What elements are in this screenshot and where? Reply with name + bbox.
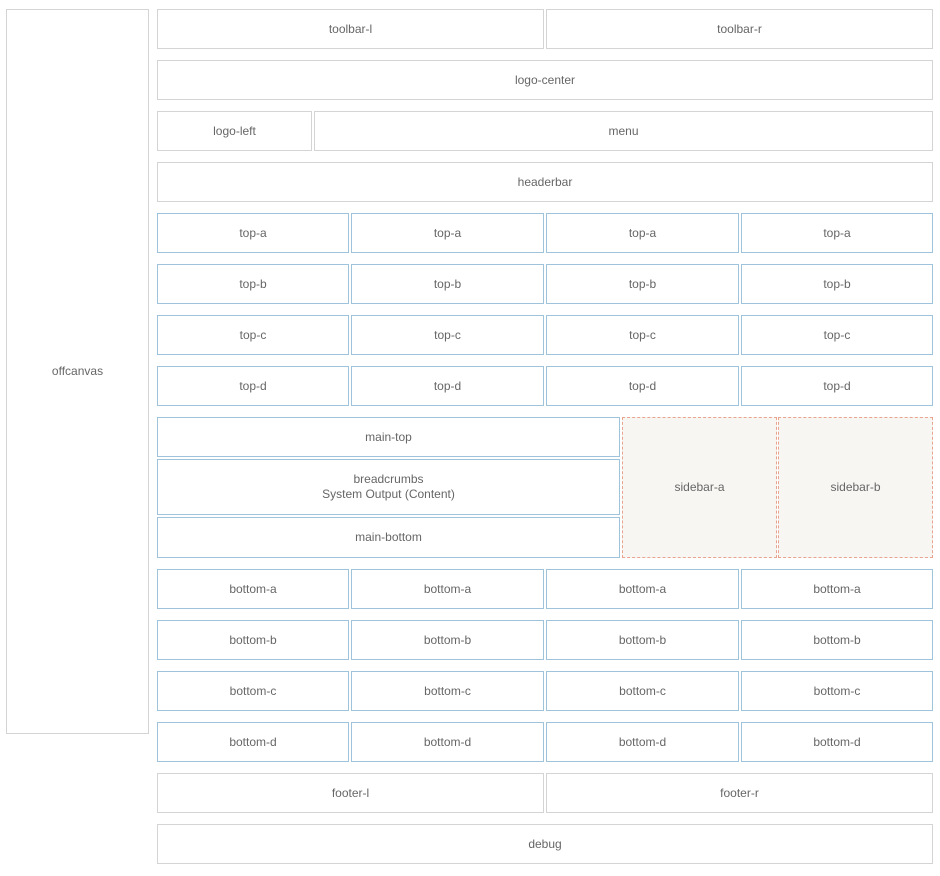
bottom-module: bottom-d (546, 722, 739, 762)
bottom-module: bottom-c (546, 671, 739, 711)
logo-center: logo-center (157, 60, 933, 100)
module-label: top-c (239, 327, 267, 342)
offcanvas-label: offcanvas (51, 364, 104, 378)
footer-left: footer-l (157, 773, 544, 813)
top-module: top-c (351, 315, 544, 355)
module-label: top-c (823, 327, 851, 342)
module-label: top-a (628, 225, 657, 240)
bottom-module: bottom-a (157, 569, 349, 609)
toolbar-right: toolbar-r (546, 9, 933, 49)
bottom-module: bottom-c (157, 671, 349, 711)
bottom-module: bottom-a (546, 569, 739, 609)
module-label: top-b (823, 276, 851, 291)
debug-label: debug (528, 836, 562, 851)
module-label: top-b (628, 276, 657, 291)
module-label: bottom-b (618, 632, 667, 647)
toolbar-left-label: toolbar-l (328, 21, 373, 36)
content-label: System Output (Content) (322, 487, 455, 501)
top-module: top-d (351, 366, 544, 406)
top-module: top-d (546, 366, 739, 406)
footer-left-label: footer-l (331, 785, 370, 800)
module-label: top-a (433, 225, 462, 240)
module-label: bottom-a (229, 581, 277, 596)
sidebar-a: sidebar-a (622, 417, 777, 558)
bottom-module: bottom-b (351, 620, 544, 660)
module-label: top-d (628, 378, 657, 393)
module-label: bottom-a (618, 581, 667, 596)
top-module: top-c (741, 315, 933, 355)
headerbar: headerbar (157, 162, 933, 202)
sidebar-b-label: sidebar-b (830, 480, 881, 494)
bottom-module: bottom-c (351, 671, 544, 711)
toolbar-left: toolbar-l (157, 9, 544, 49)
main-top-label: main-top (365, 429, 412, 444)
bottom-module: bottom-b (546, 620, 739, 660)
top-module: top-a (351, 213, 544, 253)
module-label: bottom-c (229, 683, 277, 698)
module-label: bottom-d (229, 734, 277, 749)
module-label: bottom-a (813, 581, 861, 596)
module-label: top-a (239, 225, 267, 240)
bottom-module: bottom-a (741, 569, 933, 609)
debug: debug (157, 824, 933, 864)
bottom-module: bottom-b (157, 620, 349, 660)
menu-label: menu (608, 123, 639, 138)
footer-right: footer-r (546, 773, 933, 813)
top-module: top-a (157, 213, 349, 253)
sidebar-b: sidebar-b (778, 417, 933, 558)
main-bottom: main-bottom (157, 517, 620, 558)
module-label: top-b (239, 276, 267, 291)
top-module: top-c (157, 315, 349, 355)
main-bottom-label: main-bottom (355, 530, 422, 544)
module-label: top-d (433, 378, 462, 393)
module-label: bottom-a (423, 581, 472, 596)
bottom-module: bottom-d (741, 722, 933, 762)
module-label: bottom-d (813, 734, 861, 749)
bottom-module: bottom-a (351, 569, 544, 609)
top-module: top-c (546, 315, 739, 355)
bottom-module: bottom-c (741, 671, 933, 711)
module-label: bottom-d (423, 734, 472, 749)
top-module: top-b (351, 264, 544, 304)
module-label: top-d (239, 378, 267, 393)
top-module: top-a (741, 213, 933, 253)
module-label: bottom-d (618, 734, 667, 749)
menu: menu (314, 111, 933, 151)
top-module: top-d (741, 366, 933, 406)
logo-left-label: logo-left (213, 123, 256, 138)
top-module: top-a (546, 213, 739, 253)
logo-center-label: logo-center (514, 72, 576, 87)
module-label: top-c (434, 327, 461, 342)
headerbar-label: headerbar (517, 174, 573, 189)
top-module: top-d (157, 366, 349, 406)
footer-right-label: footer-r (720, 785, 759, 800)
top-module: top-b (741, 264, 933, 304)
bottom-module: bottom-d (351, 722, 544, 762)
module-label: top-d (823, 378, 851, 393)
module-label: bottom-c (619, 683, 666, 698)
module-label: bottom-b (423, 632, 472, 647)
module-label: top-c (629, 327, 656, 342)
breadcrumbs-label: breadcrumbs (353, 472, 424, 486)
offcanvas-panel: offcanvas (6, 9, 149, 734)
main-content: breadcrumbs System Output (Content) (157, 459, 620, 515)
top-module: top-b (546, 264, 739, 304)
toolbar-right-label: toolbar-r (717, 21, 762, 36)
module-label: bottom-b (813, 632, 861, 647)
sidebar-a-label: sidebar-a (674, 480, 725, 494)
module-label: top-b (433, 276, 462, 291)
logo-left: logo-left (157, 111, 312, 151)
module-label: bottom-c (813, 683, 861, 698)
main-top: main-top (157, 417, 620, 457)
module-label: top-a (823, 225, 851, 240)
top-module: top-b (157, 264, 349, 304)
bottom-module: bottom-d (157, 722, 349, 762)
module-label: bottom-c (424, 683, 471, 698)
module-label: bottom-b (229, 632, 277, 647)
bottom-module: bottom-b (741, 620, 933, 660)
